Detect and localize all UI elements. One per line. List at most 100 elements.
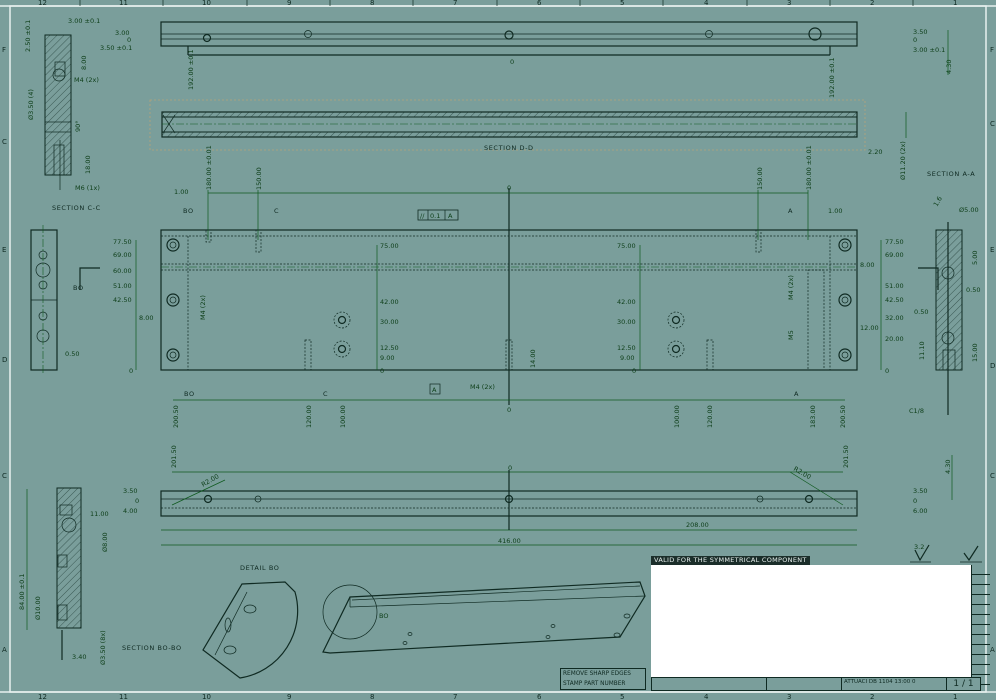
zone-label: 5 <box>620 693 624 700</box>
dimension: 3.40 <box>72 653 86 661</box>
left-end-view[interactable]: BO 0.50 <box>30 225 100 375</box>
datum-label: A <box>432 386 437 394</box>
zone-label: F <box>2 46 6 54</box>
zone-label: 10 <box>202 693 211 700</box>
dimension: 1.00 <box>828 207 842 215</box>
dimension: 0 <box>885 367 889 375</box>
dimension: 0 <box>508 464 512 472</box>
view-label: DETAIL BO <box>240 564 280 572</box>
dimension: 18.00 <box>84 155 92 174</box>
zone-label: A <box>990 646 995 654</box>
dimension: 0.50 <box>966 286 980 294</box>
dimension: M4 (2x) <box>470 383 495 391</box>
drawing-number: ATTUACI DB 1104 13:00 0 <box>842 678 947 690</box>
isometric-view[interactable]: BO <box>322 581 646 654</box>
section-a-a-view[interactable]: SECTION A-A 1.6 Ø5.00 5.00 0.50 0.50 11.… <box>909 170 980 415</box>
section-marker: C <box>323 390 328 398</box>
zone-label: 5 <box>620 0 624 7</box>
view-label: SECTION D-D <box>484 144 534 152</box>
dimension: 100.00 <box>673 405 681 428</box>
dimension: 180.00 ±0.01 <box>205 145 213 190</box>
dimension: 416.00 <box>498 537 521 545</box>
dimension: 84.00 ±0.1 <box>18 574 26 610</box>
dimension: 75.00 <box>617 242 636 250</box>
zone-label: C <box>2 472 7 480</box>
dimension: 0 <box>913 36 917 44</box>
dimension: 150.00 <box>756 167 764 190</box>
section-arrow-icon <box>918 267 939 290</box>
section-bo-bo-view[interactable]: 11.00 Ø8.00 84.00 ±0.1 Ø10.00 Ø3.50 (8x)… <box>18 487 182 665</box>
section-c-c-view[interactable]: 3.00 ±0.1 2.50 ±0.1 8.00 M4 (2x) Ø3.50 (… <box>24 17 101 212</box>
detail-callout: BO <box>379 612 388 620</box>
dimension: 201.50 <box>170 445 178 468</box>
zone-labels-side: F C E D C A F C E D C A <box>2 46 995 654</box>
section-marker: A <box>794 390 799 398</box>
dimension: 0 <box>632 367 636 375</box>
section-d-d-view[interactable]: SECTION D-D 2.20 Ø11.20 (2x) <box>149 99 907 180</box>
dimension: Ø10.00 <box>34 596 42 620</box>
dimension: 3.00 <box>115 29 129 37</box>
dimension: R2.00 <box>792 465 812 481</box>
zone-label: A <box>2 646 7 654</box>
dimension: 183.00 <box>809 405 817 428</box>
detail-circle <box>322 584 378 640</box>
title-block-redacted <box>651 565 971 677</box>
zone-label: F <box>990 46 994 54</box>
section-marker: BO <box>184 390 195 398</box>
dimension: 0 <box>380 367 384 375</box>
zone-label: 12 <box>38 0 47 7</box>
section-marker: BO <box>73 284 84 292</box>
zone-label: C <box>990 472 995 480</box>
dimension: M4 (2x) <box>199 295 207 320</box>
zone-label: 11 <box>119 693 128 700</box>
footer-cell <box>767 678 842 690</box>
dimension: 77.50 <box>885 238 904 246</box>
dimension: 3.00 ±0.1 <box>913 46 945 54</box>
dimension: 12.50 <box>380 344 399 352</box>
zone-label: 2 <box>870 0 874 7</box>
dimension: C1/8 <box>909 407 924 415</box>
view-label: SECTION A-A <box>927 170 975 178</box>
hole-icon <box>504 30 514 40</box>
dimension: 11.00 <box>90 510 109 518</box>
bottom-view[interactable]: 3.50 0 4.00 3.50 0 6.00 R2.00 R2.00 201.… <box>123 445 953 546</box>
dimension: 4.30 <box>945 60 953 74</box>
dimension: 0 <box>129 367 133 375</box>
top-view[interactable]: 3.00 0 3.50 ±0.1 3.50 0 3.00 ±0.1 0 192.… <box>100 21 953 98</box>
dimension: 200.50 <box>172 405 180 428</box>
dimension: 8.00 <box>860 261 874 269</box>
dimension: 120.00 <box>706 405 714 428</box>
zone-label: E <box>990 246 994 254</box>
zone-label: 2 <box>870 693 874 700</box>
dimension: 3.50 <box>913 487 927 495</box>
detail-bo-view[interactable]: DETAIL BO <box>202 564 299 679</box>
dimension: 42.50 <box>113 296 132 304</box>
hole-icon <box>808 27 822 41</box>
dimension: 51.00 <box>885 282 904 290</box>
dimension: 208.00 <box>686 521 709 529</box>
dimension: 100.00 <box>339 405 347 428</box>
zone-label: 1 <box>953 693 957 700</box>
dimension: 200.50 <box>839 405 847 428</box>
notes-box: REMOVE SHARP EDGES STAMP PART NUMBER <box>560 668 646 690</box>
zone-labels-top: 12 11 10 9 8 7 6 5 4 3 2 1 12 11 10 9 8 … <box>38 0 957 700</box>
dimension: M4 (2x) <box>74 76 99 84</box>
footer-cell <box>652 678 767 690</box>
zone-ticks-top <box>79 0 914 6</box>
dimension: M6 (1x) <box>75 184 100 192</box>
front-view[interactable]: 1.00 180.00 ±0.01 150.00 0 150.00 180.00… <box>113 145 904 428</box>
dimension: M5 <box>787 330 795 340</box>
dimension: 0 <box>510 58 514 66</box>
section-marker: BO <box>183 207 194 215</box>
dimension: 3.50 <box>913 28 927 36</box>
dimension: 11.10 <box>918 341 926 360</box>
dimension: 3.50 ±0.1 <box>100 44 132 52</box>
dimension: Ø11.20 (2x) <box>899 141 907 180</box>
zone-label: D <box>2 356 7 364</box>
zone-label: 11 <box>119 0 128 7</box>
dimension: 0 <box>507 406 511 414</box>
dimension: 32.00 <box>885 314 904 322</box>
svg-text:0.1: 0.1 <box>430 212 440 220</box>
zone-label: 6 <box>537 0 542 7</box>
